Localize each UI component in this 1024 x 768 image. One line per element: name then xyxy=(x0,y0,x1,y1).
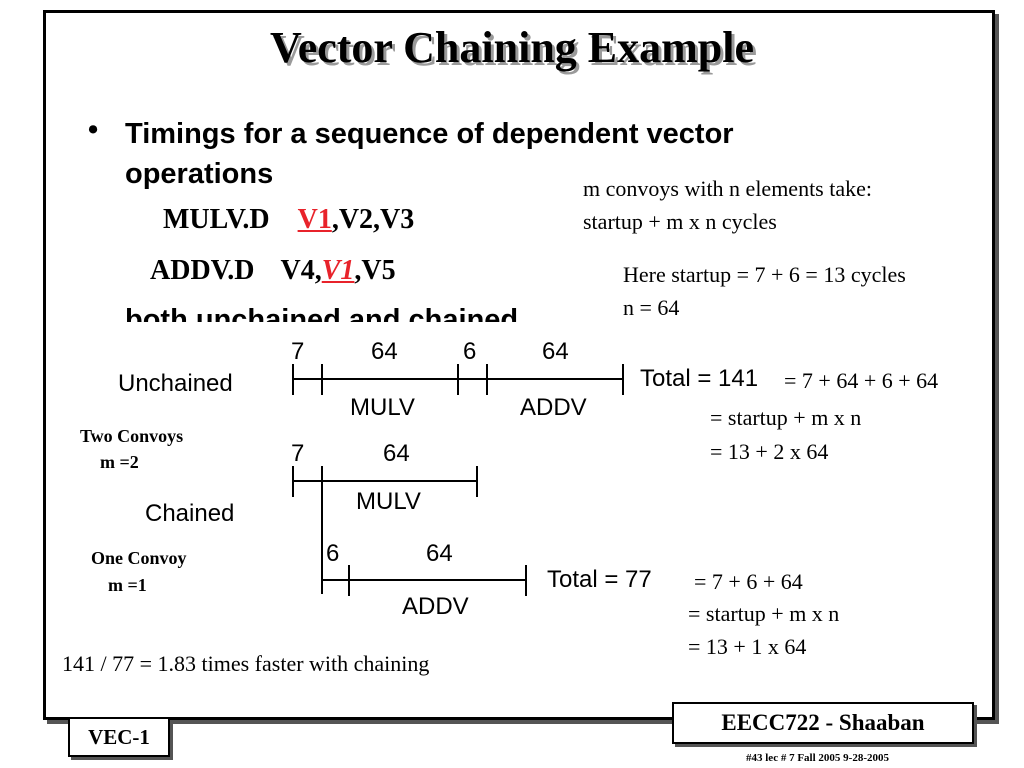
instruction-addv-pre: V4, xyxy=(280,255,322,286)
unchained-tick-label-7: 7 xyxy=(291,338,305,365)
slide-frame xyxy=(43,10,995,720)
bullet-line-2: operations xyxy=(125,158,274,190)
chained-eq-1: = 7 + 6 + 64 xyxy=(694,569,803,594)
clipped-bullet-line: both unchained and chained xyxy=(125,304,519,322)
unchained-label: Unchained xyxy=(118,370,233,397)
note-convoys: m convoys with n elements take: xyxy=(583,176,872,201)
unchained-total: Total = 141 xyxy=(640,365,759,392)
bullet-line-1: Timings for a sequence of dependent vect… xyxy=(125,118,734,150)
two-convoys-label: Two Convoys xyxy=(80,426,184,446)
instruction-mulv: MULV.D V1,V2,V3 xyxy=(163,204,414,236)
chained-total: Total = 77 xyxy=(547,566,652,593)
slide-code-label: VEC-1 xyxy=(88,725,150,749)
unchained-tick-label-64a: 64 xyxy=(371,338,398,365)
chained-tick-label-64a: 64 xyxy=(383,440,410,467)
unchained-eq-3: = 13 + 2 x 64 xyxy=(710,439,829,464)
note-startup: Here startup = 7 + 6 = 13 cycles xyxy=(623,262,906,287)
chained-mulv-label: MULV xyxy=(356,488,421,515)
two-convoys-m: m =2 xyxy=(100,452,139,472)
chained-addv-label: ADDV xyxy=(402,593,469,620)
unchained-eq-2: = startup + m x n xyxy=(710,405,862,430)
note-formula: startup + m x n cycles xyxy=(583,209,777,234)
chained-tick-label-7: 7 xyxy=(291,440,305,467)
instruction-addv-op: ADDV.D xyxy=(150,255,255,286)
bullet-text: Timings for a sequence of dependent vect… xyxy=(125,114,734,194)
one-convoy-m: m =1 xyxy=(108,575,147,595)
unchained-eq-1: = 7 + 64 + 6 + 64 xyxy=(784,368,939,393)
instruction-mulv-rest: ,V2,V3 xyxy=(331,204,415,235)
speedup-summary: 141 / 77 = 1.83 times faster with chaini… xyxy=(62,651,430,676)
footer-info: #43 lec # 7 Fall 2005 9-28-2005 xyxy=(746,752,889,764)
course-box: EECC722 - Shaaban xyxy=(672,702,974,744)
slide-code-box: VEC-1 xyxy=(68,717,170,757)
chained-tick-label-6: 6 xyxy=(326,540,340,567)
instruction-addv-rest: ,V5 xyxy=(354,255,396,286)
chained-tick-label-64b: 64 xyxy=(426,540,453,567)
chained-eq-3: = 13 + 1 x 64 xyxy=(688,634,807,659)
one-convoy-label: One Convoy xyxy=(91,548,187,568)
instruction-mulv-op: MULV.D xyxy=(163,204,270,235)
unchained-tick-label-6: 6 xyxy=(463,338,477,365)
slide-title: Vector Chaining Example xyxy=(269,23,755,72)
chained-label: Chained xyxy=(145,500,235,527)
course-label: EECC722 - Shaaban xyxy=(721,710,925,735)
unchained-addv-label: ADDV xyxy=(520,394,587,421)
chained-eq-2: = startup + m x n xyxy=(688,601,840,626)
instruction-addv: ADDV.D V4,V1,V5 xyxy=(150,255,396,287)
bullet-marker: • xyxy=(88,114,99,146)
unchained-tick-label-64b: 64 xyxy=(542,338,569,365)
instruction-addv-src: V1 xyxy=(321,255,355,286)
instruction-mulv-dest: V1 xyxy=(297,204,332,235)
unchained-mulv-label: MULV xyxy=(350,394,415,421)
note-n: n = 64 xyxy=(623,295,680,320)
